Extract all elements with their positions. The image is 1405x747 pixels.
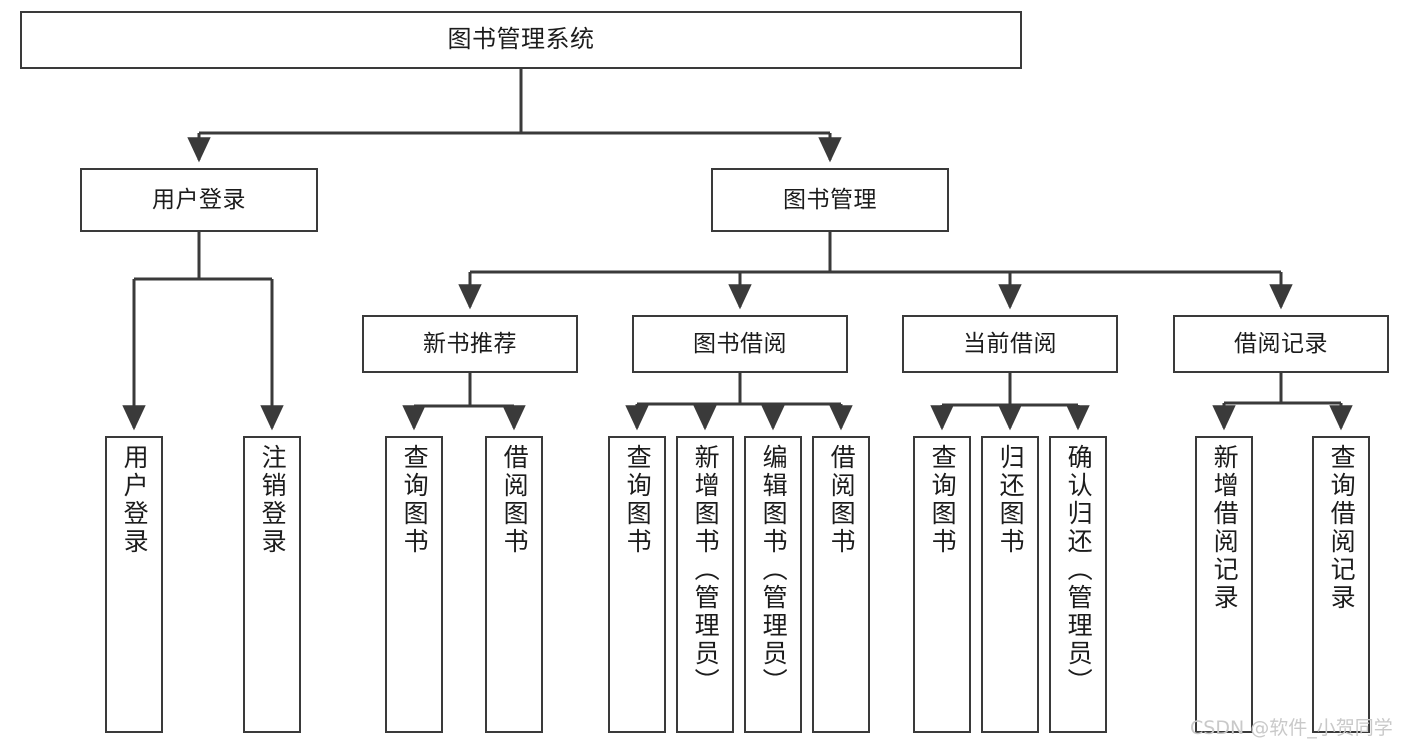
leaf-user-login[interactable]: 用户登录 [105,436,163,733]
node-label: 确认归还（管理员） [1064,444,1094,696]
node-label: 借阅记录 [1234,330,1328,357]
node-label: 用户登录 [152,186,246,213]
leaf-record-add-borrow-record[interactable]: 新增借阅记录 [1195,436,1253,733]
node-label: 新增借阅记录 [1210,444,1240,612]
leaf-current-return-book[interactable]: 归还图书 [981,436,1039,733]
leaf-record-query-borrow-record[interactable]: 查询借阅记录 [1312,436,1370,733]
node-new-book-recommend[interactable]: 新书推荐 [362,315,578,373]
node-label: 用户登录 [120,444,150,556]
node-book-management[interactable]: 图书管理 [711,168,949,232]
node-label: 新书推荐 [423,330,517,357]
node-label: 查询图书 [928,444,958,556]
node-label: 借阅图书 [827,444,857,556]
node-label: 查询图书 [400,444,430,556]
leaf-logout[interactable]: 注销登录 [243,436,301,733]
node-label: 新增图书（管理员） [691,444,721,696]
leaf-current-confirm-return-admin[interactable]: 确认归还（管理员） [1049,436,1107,733]
node-label: 图书管理 [783,186,877,213]
node-book-borrow[interactable]: 图书借阅 [632,315,848,373]
leaf-current-query-book[interactable]: 查询图书 [913,436,971,733]
csdn-watermark: CSDN @软件_小贺同学 [1190,717,1393,739]
node-label: 借阅图书 [500,444,530,556]
node-label: 编辑图书（管理员） [759,444,789,696]
node-user-login[interactable]: 用户登录 [80,168,318,232]
node-label: 查询借阅记录 [1327,444,1357,612]
leaf-borrow-edit-book-admin[interactable]: 编辑图书（管理员） [744,436,802,733]
node-borrow-record[interactable]: 借阅记录 [1173,315,1389,373]
node-root-book-management-system[interactable]: 图书管理系统 [20,11,1022,69]
leaf-recommend-query-book[interactable]: 查询图书 [385,436,443,733]
leaf-borrow-borrow-book[interactable]: 借阅图书 [812,436,870,733]
node-label: 查询图书 [623,444,653,556]
leaf-borrow-add-book-admin[interactable]: 新增图书（管理员） [676,436,734,733]
node-label: 归还图书 [996,444,1026,556]
node-current-borrow[interactable]: 当前借阅 [902,315,1118,373]
leaf-recommend-borrow-book[interactable]: 借阅图书 [485,436,543,733]
leaf-borrow-query-book[interactable]: 查询图书 [608,436,666,733]
node-label: 图书管理系统 [447,25,595,54]
node-label: 当前借阅 [963,330,1057,357]
node-label: 注销登录 [258,444,288,556]
node-label: 图书借阅 [693,330,787,357]
